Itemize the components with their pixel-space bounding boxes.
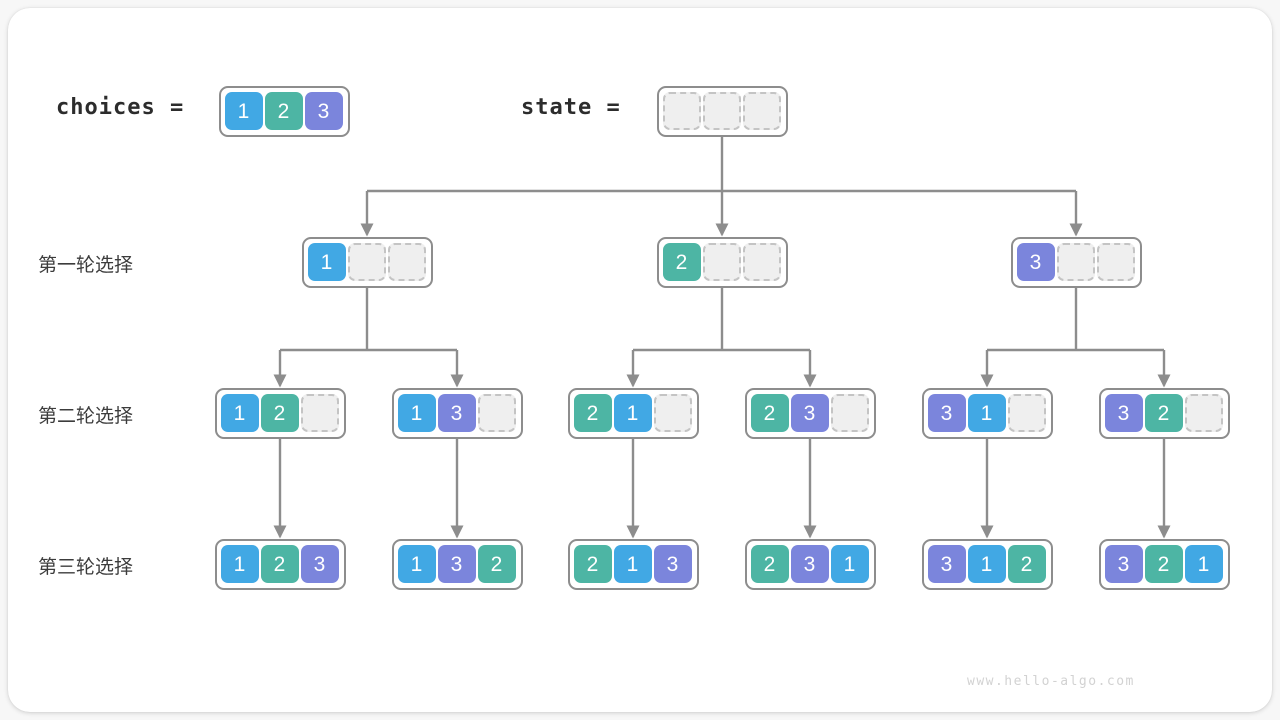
array-cell-value: 2 — [1007, 545, 1046, 583]
array-cell-value: 1 — [397, 545, 436, 583]
choices-label: choices = — [56, 95, 185, 120]
row-label-round2: 第二轮选择 — [38, 406, 134, 427]
array-cell-value: 3 — [1104, 394, 1143, 432]
array-cell-value: 1 — [397, 394, 436, 432]
watermark: www.hello-algo.com — [967, 674, 1135, 689]
array-cell-value: 3 — [927, 394, 966, 432]
array-cell-value: 1 — [1184, 545, 1223, 583]
array-cell-value: 2 — [662, 243, 701, 281]
array-cell-value: 2 — [750, 545, 789, 583]
array-cell-empty — [742, 243, 781, 281]
row-label-round1: 第一轮选择 — [38, 255, 134, 276]
array-cell-value: 2 — [1144, 545, 1183, 583]
level1-array-3: 3 — [1010, 236, 1142, 288]
array-cell-value: 1 — [220, 545, 259, 583]
array-cell-value: 3 — [927, 545, 966, 583]
state-label: state = — [521, 95, 621, 120]
array-cell-value: 1 — [967, 394, 1006, 432]
array-cell-value: 3 — [1016, 243, 1055, 281]
array-cell-empty — [1007, 394, 1046, 432]
array-cell-empty — [1184, 394, 1223, 432]
array-cell-empty — [653, 394, 692, 432]
array-cell-empty — [1096, 243, 1135, 281]
array-cell-value: 1 — [307, 243, 346, 281]
array-cell-value: 2 — [573, 394, 612, 432]
array-cell-empty — [387, 243, 426, 281]
array-cell-value: 3 — [1104, 545, 1143, 583]
array-cell-value: 3 — [304, 92, 343, 130]
array-cell-value: 1 — [613, 545, 652, 583]
array-cell-empty — [662, 92, 701, 130]
array-cell-value: 1 — [224, 92, 263, 130]
array-cell-empty — [702, 92, 741, 130]
array-cell-empty — [702, 243, 741, 281]
row-label-round3: 第三轮选择 — [38, 557, 134, 578]
level1-array-2: 2 — [656, 236, 788, 288]
array-cell-empty — [1056, 243, 1095, 281]
array-cell-value: 2 — [477, 545, 516, 583]
array-cell-value: 2 — [1144, 394, 1183, 432]
array-cell-value: 2 — [750, 394, 789, 432]
array-cell-value: 1 — [967, 545, 1006, 583]
array-cell-empty — [477, 394, 516, 432]
array-cell-value: 1 — [220, 394, 259, 432]
array-cell-value: 2 — [264, 92, 303, 130]
array-cell-value: 3 — [653, 545, 692, 583]
array-cell-value: 1 — [830, 545, 869, 583]
array-cell-value: 3 — [437, 394, 476, 432]
array-cell-value: 2 — [260, 545, 299, 583]
array-cell-value: 3 — [437, 545, 476, 583]
array-cell-value: 2 — [573, 545, 612, 583]
array-cell-value: 2 — [260, 394, 299, 432]
array-cell-empty — [347, 243, 386, 281]
array-cell-value: 1 — [613, 394, 652, 432]
state-array — [656, 85, 788, 137]
array-cell-value: 3 — [790, 394, 829, 432]
level1-array-1: 1 — [301, 236, 433, 288]
array-cell-value: 3 — [300, 545, 339, 583]
array-cell-empty — [830, 394, 869, 432]
array-cell-empty — [300, 394, 339, 432]
array-cell-empty — [742, 92, 781, 130]
array-cell-value: 3 — [790, 545, 829, 583]
